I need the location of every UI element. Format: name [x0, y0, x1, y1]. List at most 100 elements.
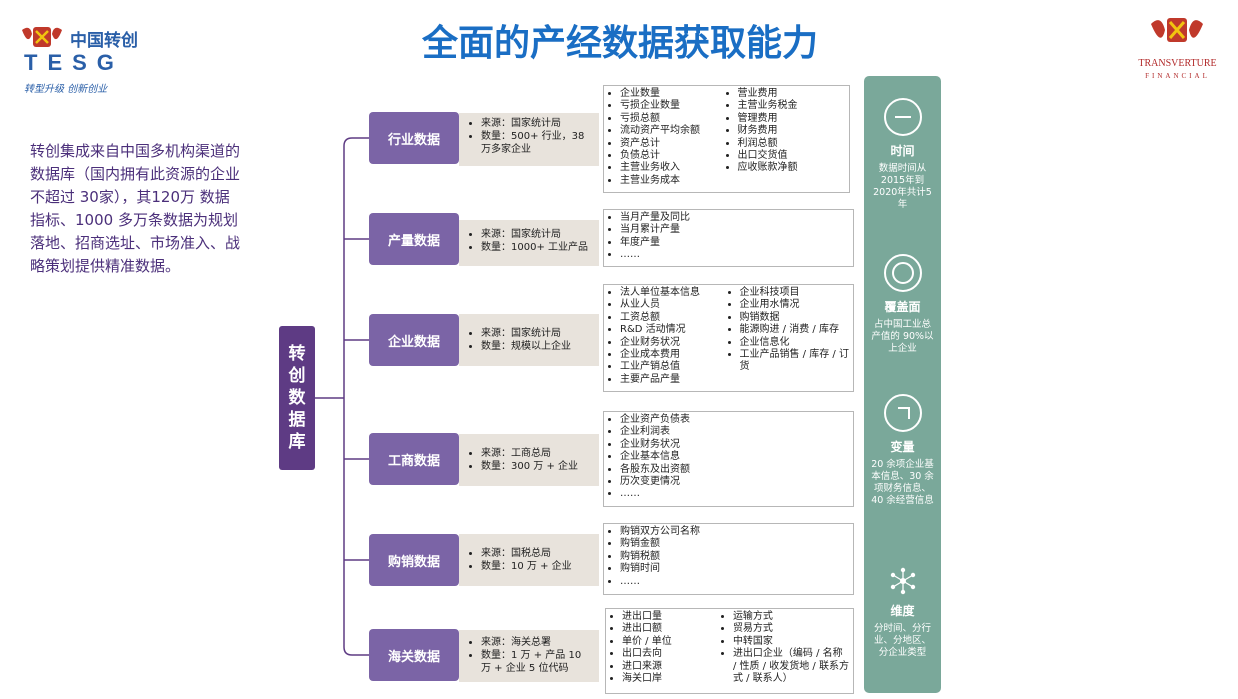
category-label: 购销数据 [387, 554, 440, 570]
network-icon [890, 567, 915, 595]
list-item: 工业产品销售 / 库存 / 订货 [740, 349, 850, 374]
category-label: 企业数据 [387, 334, 440, 350]
list-item: 出口交货值 [738, 150, 846, 162]
tesg-logo: 中国转创 TESG 转型升级 创新创业 [18, 18, 148, 98]
list-item: …… [620, 249, 849, 261]
list-item: 中转国家 [733, 636, 849, 648]
list-item: 出口去向 [622, 648, 723, 660]
source-line: 来源：工商总局 [481, 447, 593, 460]
feature-panel: 时间 数据时间从2015年到2020年共计5年 覆盖面 占中国工业总产值的 90… [864, 76, 941, 693]
source-line: 数量：1 万 + 产品 10 万 + 企业 5 位代码 [481, 649, 593, 675]
list-item: 当月累计产量 [620, 224, 849, 236]
logo-right-name: TRANSVERTURE [1138, 58, 1217, 69]
list-item: 企业信息化 [740, 337, 850, 349]
source-box-purchase-sales: 来源：国税总局数量：10 万 + 企业 [459, 534, 599, 586]
list-item: 利润总额 [738, 138, 846, 150]
feature-desc: 占中国工业总产值的 90%以上企业 [871, 319, 934, 354]
logo-right-sub: FINANCIAL [1145, 72, 1210, 80]
list-item: 购销双方公司名称 [620, 526, 849, 538]
items-box-output: 当月产量及同比 当月累计产量 年度产量 …… [603, 209, 854, 267]
source-line: 来源：国家统计局 [481, 117, 593, 130]
category-output: 产量数据 [369, 213, 459, 265]
list-item: 企业基本信息 [620, 451, 849, 463]
list-item: 从业人员 [620, 299, 730, 311]
category-enterprise: 企业数据 [369, 314, 459, 366]
list-item: 工资总额 [620, 312, 730, 324]
list-item: 进出口额 [622, 623, 723, 635]
list-item: 企业科技项目 [740, 287, 850, 299]
intro-text: 转创集成来自中国多机构渠道的数据库（国内拥有此资源的企业不超过 30家），其12… [30, 142, 241, 275]
list-item: 运输方式 [733, 611, 849, 623]
list-item: 购销金额 [620, 538, 849, 550]
items-box-customs: 进出口量 进出口额 单价 / 单位 出口去向 进口来源 海关口岸 运输方式 贸易… [605, 608, 854, 694]
list-item: 应收账款净额 [738, 162, 846, 174]
list-item: 流动资产平均余额 [620, 125, 728, 137]
category-customs: 海关数据 [369, 629, 459, 681]
list-item: 主要产品产量 [620, 374, 730, 386]
list-item: 各股东及出资额 [620, 464, 849, 476]
source-line: 来源：国家统计局 [481, 327, 593, 340]
list-item: 进出口量 [622, 611, 723, 623]
feature-desc: 数据时间从2015年到2020年共计5年 [873, 163, 932, 210]
list-item: 年度产量 [620, 237, 849, 249]
list-item: R&D 活动情况 [620, 324, 730, 336]
category-purchase-sales: 购销数据 [369, 534, 459, 586]
feature-coverage: 覆盖面 占中国工业总产值的 90%以上企业 [864, 254, 941, 355]
minus-circle-icon [883, 98, 922, 136]
feature-desc: 分时间、分行业、分地区、分企业类型 [873, 623, 931, 658]
list-item: 法人单位基本信息 [620, 287, 730, 299]
category-label: 产量数据 [387, 233, 440, 249]
category-label: 海关数据 [387, 649, 440, 665]
list-item: 主营业务税金 [738, 100, 846, 112]
page-title: 全面的产经数据获取能力 [421, 23, 818, 64]
source-line: 来源：国家统计局 [481, 228, 593, 241]
list-item: 进出口企业（编码 / 名称 / 性质 / 收发货地 / 联系方式 / 联系人） [733, 648, 849, 685]
list-item: …… [620, 488, 849, 500]
source-box-enterprise: 来源：国家统计局数量：规模以上企业 [459, 314, 599, 366]
feature-title: 变量 [890, 440, 915, 454]
list-item: 亏损总额 [620, 113, 728, 125]
ring-icon [883, 254, 922, 292]
feature-variables: 变量 20 余项企业基本信息、30 余项财务信息、40 余经营信息 [864, 394, 941, 507]
source-box-output: 来源：国家统计局数量：1000+ 工业产品 [459, 220, 599, 266]
list-item: 主营业务成本 [620, 175, 728, 187]
feature-desc: 20 余项企业基本信息、30 余项财务信息、40 余经营信息 [871, 459, 934, 506]
list-item: 购销数据 [740, 312, 850, 324]
list-item: 营业费用 [738, 88, 846, 100]
list-item: 企业财务状况 [620, 337, 730, 349]
corner-circle-icon [883, 394, 922, 432]
list-item: 海关口岸 [622, 673, 723, 685]
source-box-business-registry: 来源：工商总局数量：300 万 + 企业 [459, 434, 599, 486]
list-item: 历次变更情况 [620, 476, 849, 488]
list-item: 工业产销总值 [620, 361, 730, 373]
feature-title: 维度 [890, 604, 915, 618]
list-item: 当月产量及同比 [620, 212, 849, 224]
list-item: 财务费用 [738, 125, 846, 137]
items-box-business-registry: 企业资产负债表 企业利润表 企业财务状况 企业基本信息 各股东及出资额 历次变更… [603, 411, 854, 507]
list-item: 能源购进 / 消费 / 库存 [740, 324, 850, 336]
transverture-logo: TRANSVERTURE FINANCIAL [1125, 14, 1230, 86]
crest-icon [1151, 18, 1203, 42]
list-item: 进口来源 [622, 661, 723, 673]
list-item: 管理费用 [738, 113, 846, 125]
list-item: 资产总计 [620, 138, 728, 150]
logo-cn-name: 中国转创 [70, 31, 138, 51]
category-business-registry: 工商数据 [369, 433, 459, 485]
list-item: 主营业务收入 [620, 162, 728, 174]
logo-en-name: TESG [24, 50, 124, 75]
list-item: 单价 / 单位 [622, 636, 723, 648]
list-item: 企业用水情况 [740, 299, 850, 311]
source-line: 数量：规模以上企业 [481, 340, 593, 353]
root-node: 转创数据库 [279, 326, 315, 470]
logo-slogan: 转型升级 创新创业 [24, 84, 108, 95]
source-line: 数量：300 万 + 企业 [481, 460, 593, 473]
list-item: 亏损企业数量 [620, 100, 728, 112]
items-box-enterprise: 法人单位基本信息 从业人员 工资总额 R&D 活动情况 企业财务状况 企业成本费… [603, 284, 854, 392]
list-item: …… [620, 576, 849, 588]
category-label: 工商数据 [387, 453, 440, 469]
source-line: 数量：1000+ 工业产品 [481, 241, 593, 254]
shield-logo-icon [22, 27, 62, 47]
list-item: 负债总计 [620, 150, 728, 162]
items-box-industry: 企业数量 亏损企业数量 亏损总额 流动资产平均余额 资产总计 负债总计 主营业务… [603, 85, 850, 193]
